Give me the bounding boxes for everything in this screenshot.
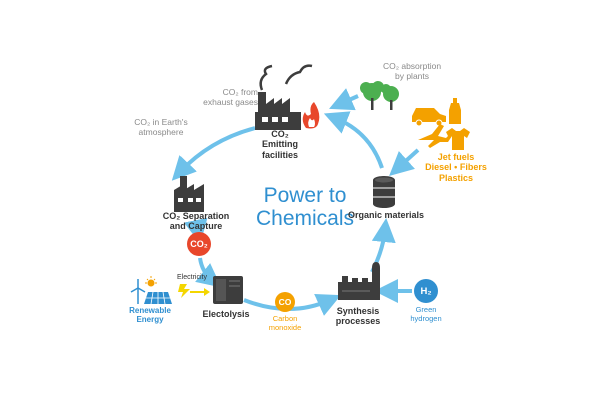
emitting-facilities-label: CO₂ Emitting facilities (261, 129, 299, 160)
lightning-icon (178, 284, 210, 298)
bottle-icon (449, 98, 461, 124)
renewable-energy-label: Renewable Energy (129, 306, 171, 325)
arrow-organic-to-emitting (323, 111, 384, 169)
green-hydrogen-label: Green hydrogen (410, 305, 442, 323)
barrel-icon (373, 176, 395, 208)
products-label: Jet fuels Diesel • Fibers Plastics (425, 152, 487, 183)
co2-badge: CO₂ (187, 232, 211, 256)
arrow-separation-to-co2 (183, 217, 208, 244)
arrow-co2-to-electolysis (195, 257, 222, 288)
separation-capture-label: CO₂ Separation and Capture (162, 211, 230, 232)
carbon-monoxide-label: Carbon monoxide (268, 314, 302, 332)
atmosphere-label: CO₂ in Earth's atmosphere (134, 117, 188, 137)
synthesis-processes-label: Synthesis processes (335, 306, 381, 327)
flame-icon (302, 102, 320, 129)
plants-icon (360, 81, 399, 110)
plane-icon (418, 124, 452, 148)
exhaust-gases-label: CO₂ from exhaust gases (203, 87, 258, 107)
co-badge: CO (275, 292, 295, 312)
arrow-plants-to-emitting (329, 88, 359, 111)
factory-capture-icon (174, 176, 204, 212)
arrow-products-to-organic (389, 148, 420, 177)
electrolyzer-icon (213, 276, 243, 304)
shirt-icon (446, 128, 470, 150)
electricity-label: Electricity (177, 274, 207, 281)
synthesis-plant-icon (338, 262, 380, 300)
electolysis-label: Electolysis (202, 309, 250, 319)
diagram-title: Power to Chemicals (232, 184, 378, 230)
wind-turbine-icon (130, 279, 146, 304)
organic-materials-label: Organic materials (347, 210, 425, 220)
factory-emitting-icon (255, 64, 313, 130)
sun-icon (145, 276, 157, 287)
title-line-2: Chemicals (255, 207, 355, 231)
solar-panel-icon (144, 291, 172, 305)
car-icon (412, 108, 446, 127)
title-line-1: Power to (263, 184, 347, 207)
absorption-label: CO₂ absorption by plants (382, 61, 442, 81)
arrow-emitting-to-separation (171, 126, 256, 181)
h2-badge: H₂ (414, 279, 438, 303)
